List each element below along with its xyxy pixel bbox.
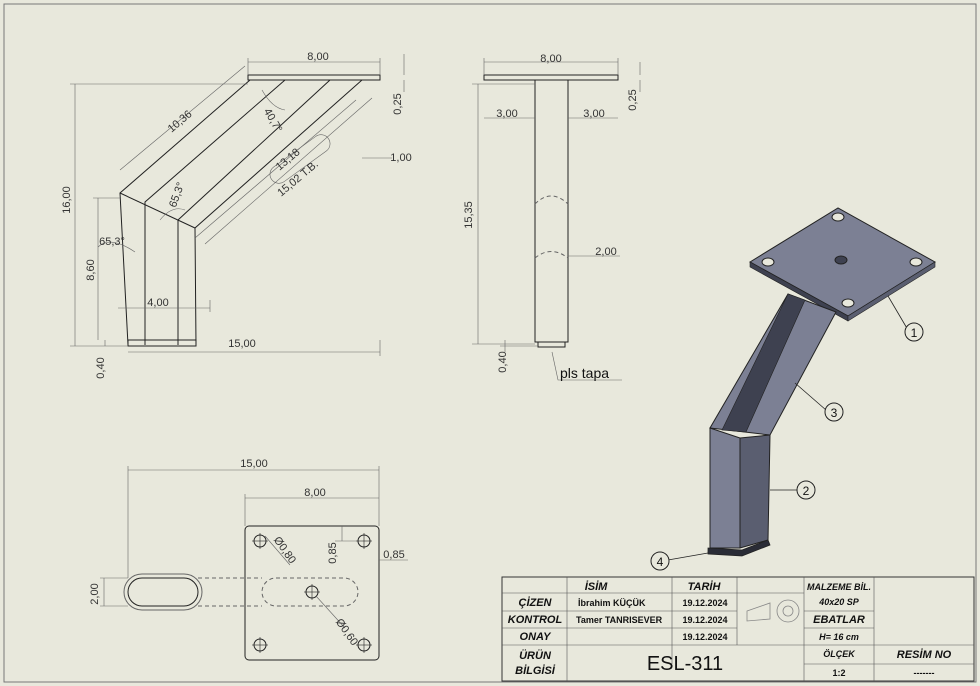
tb-row-onay: ONAY [520,631,553,643]
balloon-3 [824,402,844,422]
tb-row-kontrol: KONTROL [508,614,563,626]
balloon-1 [904,322,924,342]
dim-side-plug-h: 0,40 [497,351,509,372]
tb-olcek-label: ÖLÇEK [823,649,856,659]
front-view [70,54,405,356]
iso-plate-holes [761,212,923,308]
mounting-plate-front [247,74,381,81]
iso-tube-lower-front [709,427,741,549]
plate-top [244,525,380,661]
tb-header-date: TARİH [688,580,722,593]
dim-side-right-off: 3,00 [583,108,604,120]
plug-front [127,339,197,347]
callout-pls-tapa: pls tapa [560,365,609,381]
tb-kontrol-date: 19.12.2024 [682,615,727,625]
dim-top-plate-w: 8,00 [304,487,325,499]
iso-tube-lower-side [739,434,771,549]
iso-view: 1 2 3 4 [650,207,936,571]
projection-symbol [746,599,800,623]
tb-header-name: İSİM [585,580,608,593]
tb-malzeme-value: 40x20 SP [818,597,860,607]
side-view-dims: 8,00 0,25 3,00 3,00 15,35 2,00 0,40 pls … [463,53,639,381]
tb-olcek-value: 1:2 [832,668,845,678]
tb-part-number: ESL-311 [647,653,723,675]
tb-cizen-name: İbrahim KÜÇÜK [578,598,646,608]
tube-bend-line [119,192,196,229]
bend-hidden-top [534,195,569,205]
dim-side-tube-w: 2,00 [595,246,616,258]
balloon-4 [650,551,670,571]
dim-front-offset: 1,00 [390,152,411,164]
iso-plate-side-right [847,261,936,322]
tb-onay-date: 19.12.2024 [682,632,727,642]
dim-top-total-w: 15,00 [240,458,268,470]
tube-edge-2 [144,79,286,345]
dim-side-height: 15,35 [463,201,475,229]
dim-front-height: 16,00 [61,186,73,214]
tb-ebat-label: EBATLAR [813,614,865,626]
dim-front-lower-h: 8,60 [85,259,97,280]
tube-end-outline [123,573,203,611]
bend-hidden-bottom [534,251,569,259]
balloon-1-label: 1 [911,326,918,340]
balloon-3-label: 3 [831,406,838,420]
dim-front-foot-w: 4,00 [147,297,168,309]
balloon-4-label: 4 [657,555,664,569]
tb-row-urun-1: ÜRÜN [519,649,552,662]
dim-top-hole-off: 0,85 [327,542,339,563]
dim-front-angle-left: 65,3° [99,236,125,248]
title-block: İSİM TARİH ÇİZEN KONTROL ONAY ÜRÜN BİLGİ… [501,576,975,682]
ref-dim-box [269,134,331,184]
iso-tube-diagonal-dark [721,293,806,433]
dim-front-plate-thk: 0,25 [392,93,404,114]
top-view [100,466,408,661]
dim-front-top-width: 8,00 [307,51,328,63]
dim-top-hole-off2: 0,85 [383,549,404,561]
balloon-2-label: 2 [803,484,810,498]
side-view [472,58,641,381]
tb-cizen-date: 19.12.2024 [682,598,727,608]
dim-front-foot-plug: 0,40 [95,357,107,378]
sheet-border [3,3,977,683]
tb-kontrol-name: Tamer TANRISEVER [576,615,663,625]
dim-front-total-w: 15,00 [228,338,256,350]
plug-side [537,341,566,348]
tb-row-cizen: ÇİZEN [519,596,553,609]
tb-ebat-value: H= 16 cm [819,632,859,642]
dim-top-slot-w: 2,00 [89,583,101,604]
tb-resim-value: ------- [914,668,935,678]
plate-holes [252,533,372,653]
dim-side-left-off: 3,00 [496,108,517,120]
dim-side-top-width: 8,00 [540,53,561,65]
iso-plug [707,539,771,557]
tb-row-urun-2: BİLGİSİ [515,664,556,677]
tube-end-top [127,577,199,607]
balloon-2 [796,480,816,500]
tb-resim-label: RESİM NO [897,648,952,661]
dim-side-plate-thk: 0,25 [627,89,639,110]
tb-malzeme-label: MALZEME BİL. [807,582,871,592]
